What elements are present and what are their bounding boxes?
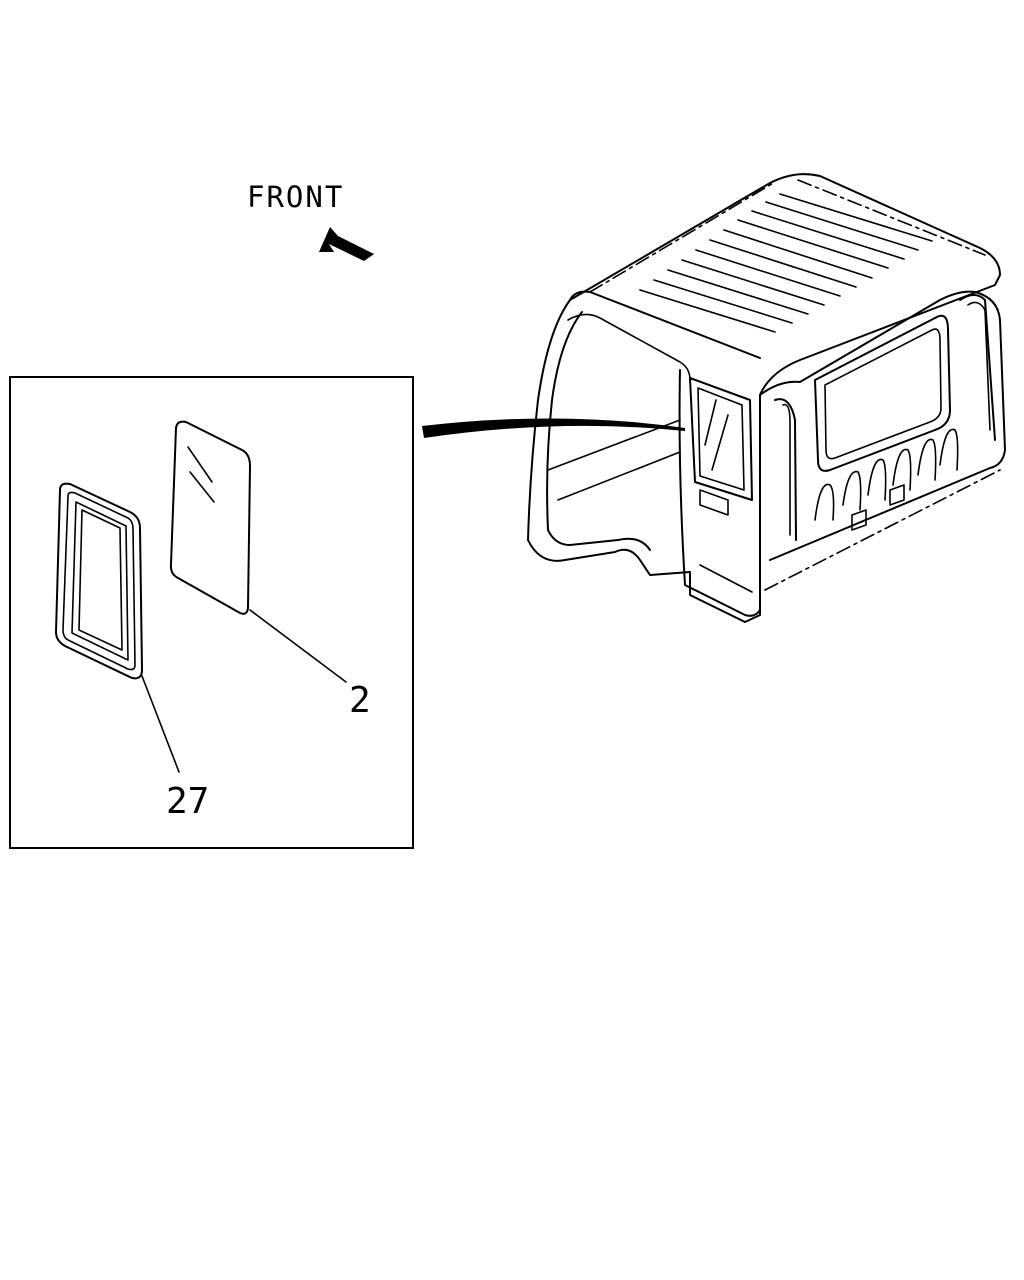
leader-2 bbox=[249, 609, 347, 683]
callout-27: 27 bbox=[166, 781, 209, 822]
detail-pointer bbox=[422, 418, 685, 438]
roof-ribs bbox=[639, 193, 933, 333]
glass-part bbox=[169, 420, 251, 615]
callout-2: 2 bbox=[349, 680, 371, 721]
weatherstrip-part bbox=[55, 482, 143, 680]
leader-27 bbox=[141, 675, 180, 773]
front-label: FRONT bbox=[247, 180, 344, 214]
detail-box bbox=[9, 376, 414, 849]
arrow-up-left-icon bbox=[319, 227, 374, 261]
cab-body-drawing bbox=[527, 173, 1006, 623]
